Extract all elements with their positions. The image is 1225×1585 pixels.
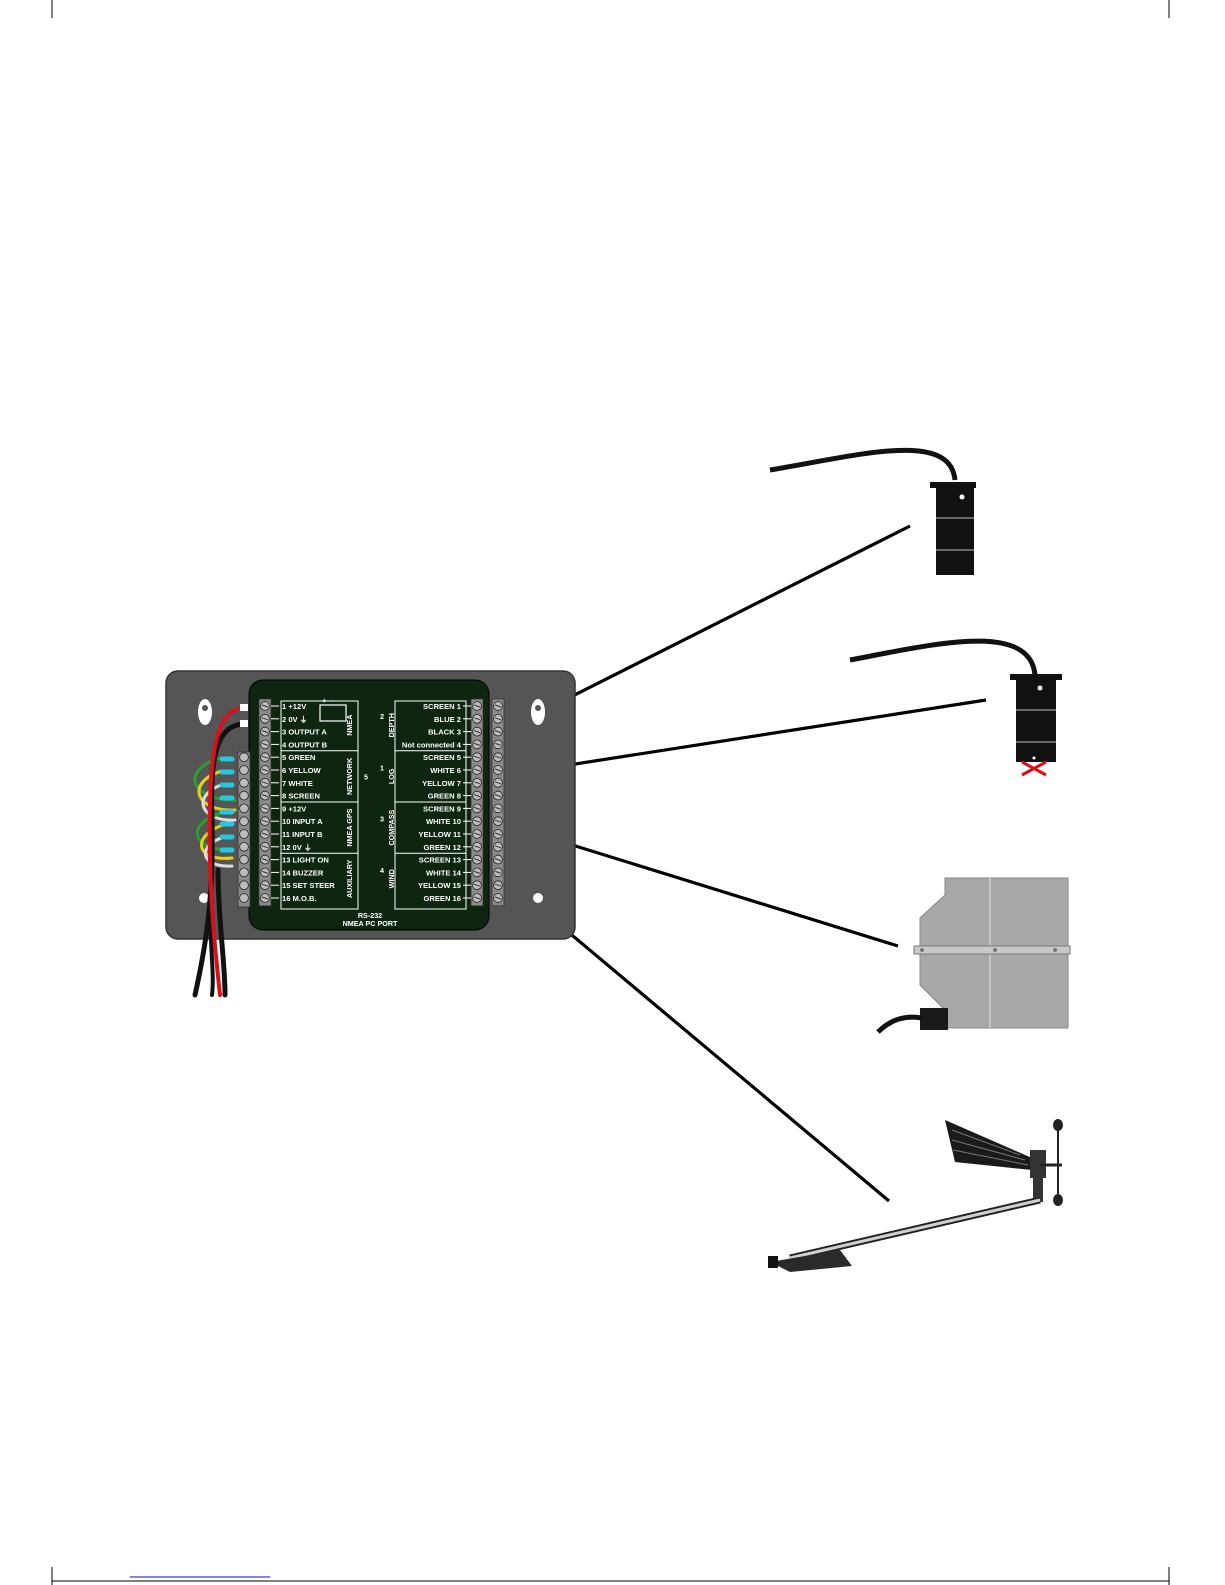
terminal-label: 8 SCREEN (282, 792, 320, 801)
terminal-label: SCREEN 1 (423, 702, 462, 711)
network-terminal-strip (237, 751, 251, 908)
terminal-screw (239, 867, 249, 878)
terminal-label: WHITE 14 (426, 868, 462, 877)
terminal-screw (239, 752, 249, 762)
group-label: AUXILIARY (345, 859, 354, 898)
keyhole-mount (198, 699, 545, 903)
battery-icon: + – (319, 696, 347, 722)
terminal-label: BLUE 2 (434, 715, 461, 724)
connection-wind (509, 882, 891, 1203)
terminal-label: SCREEN 5 (423, 753, 462, 762)
terminal-label: 15 SET STEER (282, 881, 335, 890)
nmea-pc-port-label: NMEA PC PORT (343, 919, 398, 928)
log-transducer-icon (849, 638, 1062, 777)
terminal-screw (239, 880, 249, 890)
group-number: 5 (364, 772, 368, 781)
terminal-label: 2 0V ⏚ (282, 715, 307, 724)
terminal-label: GREEN 16 (423, 894, 461, 903)
terminal-label: SCREEN 13 (419, 856, 461, 865)
junction-box: + – 1 +12V 2 0V ⏚ 3 OUTPUT A 4 OUTPUT B 5 GR… (165, 670, 576, 940)
crop-marks (51, 0, 1170, 1585)
terminal-label: WHITE 10 (426, 817, 461, 826)
terminal-label: 10 INPUT A (282, 817, 323, 826)
terminal-label: SCREEN 9 (423, 804, 461, 813)
compass-icon (876, 877, 1071, 1034)
terminal-label: 4 OUTPUT B (282, 740, 328, 749)
terminal-label: YELLOW 11 (418, 830, 461, 839)
left-terminal-strip (258, 698, 272, 907)
wires (192, 704, 248, 998)
terminal-label: 7 WHITE (282, 779, 313, 788)
svg-text:+ –: + – (322, 696, 333, 705)
terminal-screw (239, 829, 249, 839)
terminal-label: YELLOW 7 (422, 779, 461, 788)
group-label: NETWORK (345, 757, 354, 795)
terminal-label: 3 OUTPUT A (282, 728, 327, 737)
right-terminal-strip (470, 698, 484, 907)
terminal-label: WHITE 6 (430, 766, 461, 775)
terminal-label: 14 BUZZER (282, 868, 324, 877)
terminal-screw (239, 841, 249, 852)
group-label: DEPTH (387, 713, 396, 737)
terminal-screw (239, 816, 249, 826)
terminal-label: GREEN 8 (428, 792, 461, 801)
group-label: WIND (387, 869, 396, 888)
terminal-label: Not connected 4 (402, 740, 462, 749)
wind-vane-icon (768, 1119, 1063, 1272)
terminal-screw (239, 803, 249, 814)
group-label: LOG (387, 768, 396, 784)
connection-lines (509, 524, 987, 1203)
right-outer-terminal-strip (491, 698, 505, 907)
terminal-label: 9 +12V (282, 804, 307, 813)
group-label: COMPASS (387, 809, 396, 845)
terminal-screw (239, 854, 249, 865)
group-number: 2 (380, 712, 384, 721)
terminal-label: 16 M.O.B. (282, 894, 317, 903)
group-number: 4 (380, 866, 384, 875)
depth-transducer-icon (769, 447, 976, 575)
rs232-label: RS-232 (358, 911, 382, 920)
group-number: 1 (380, 763, 384, 772)
right-terminal-labels: SCREEN 1 BLUE 2 BLACK 3 Not connected 4 SCRE… (402, 702, 471, 903)
terminal-label: 6 YELLOW (282, 766, 322, 775)
group-number: 3 (380, 815, 384, 824)
terminal-label: 13 LIGHT ON (282, 856, 329, 865)
terminal-screw (239, 893, 249, 903)
left-terminal-labels: 1 +12V 2 0V ⏚ 3 OUTPUT A 4 OUTPUT B 5 GREEN 6… (271, 702, 335, 903)
terminal-label: YELLOW 15 (418, 881, 462, 890)
terminal-screw (239, 765, 249, 775)
group-label: NMEA GPS (345, 808, 354, 846)
connection-depth (518, 524, 911, 725)
terminal-label: 11 INPUT B (282, 830, 323, 839)
terminal-label: 12 0V ⏚ (282, 843, 312, 852)
terminal-label: 5 GREEN (282, 753, 315, 762)
terminal-label: GREEN 12 (423, 843, 461, 852)
terminal-screw (239, 777, 249, 788)
terminal-label: 1 +12V (282, 702, 307, 711)
terminal-label: BLACK 3 (428, 728, 461, 737)
group-label: NMEA (345, 715, 354, 736)
terminal-screw (239, 790, 249, 801)
connection-log (510, 698, 987, 776)
